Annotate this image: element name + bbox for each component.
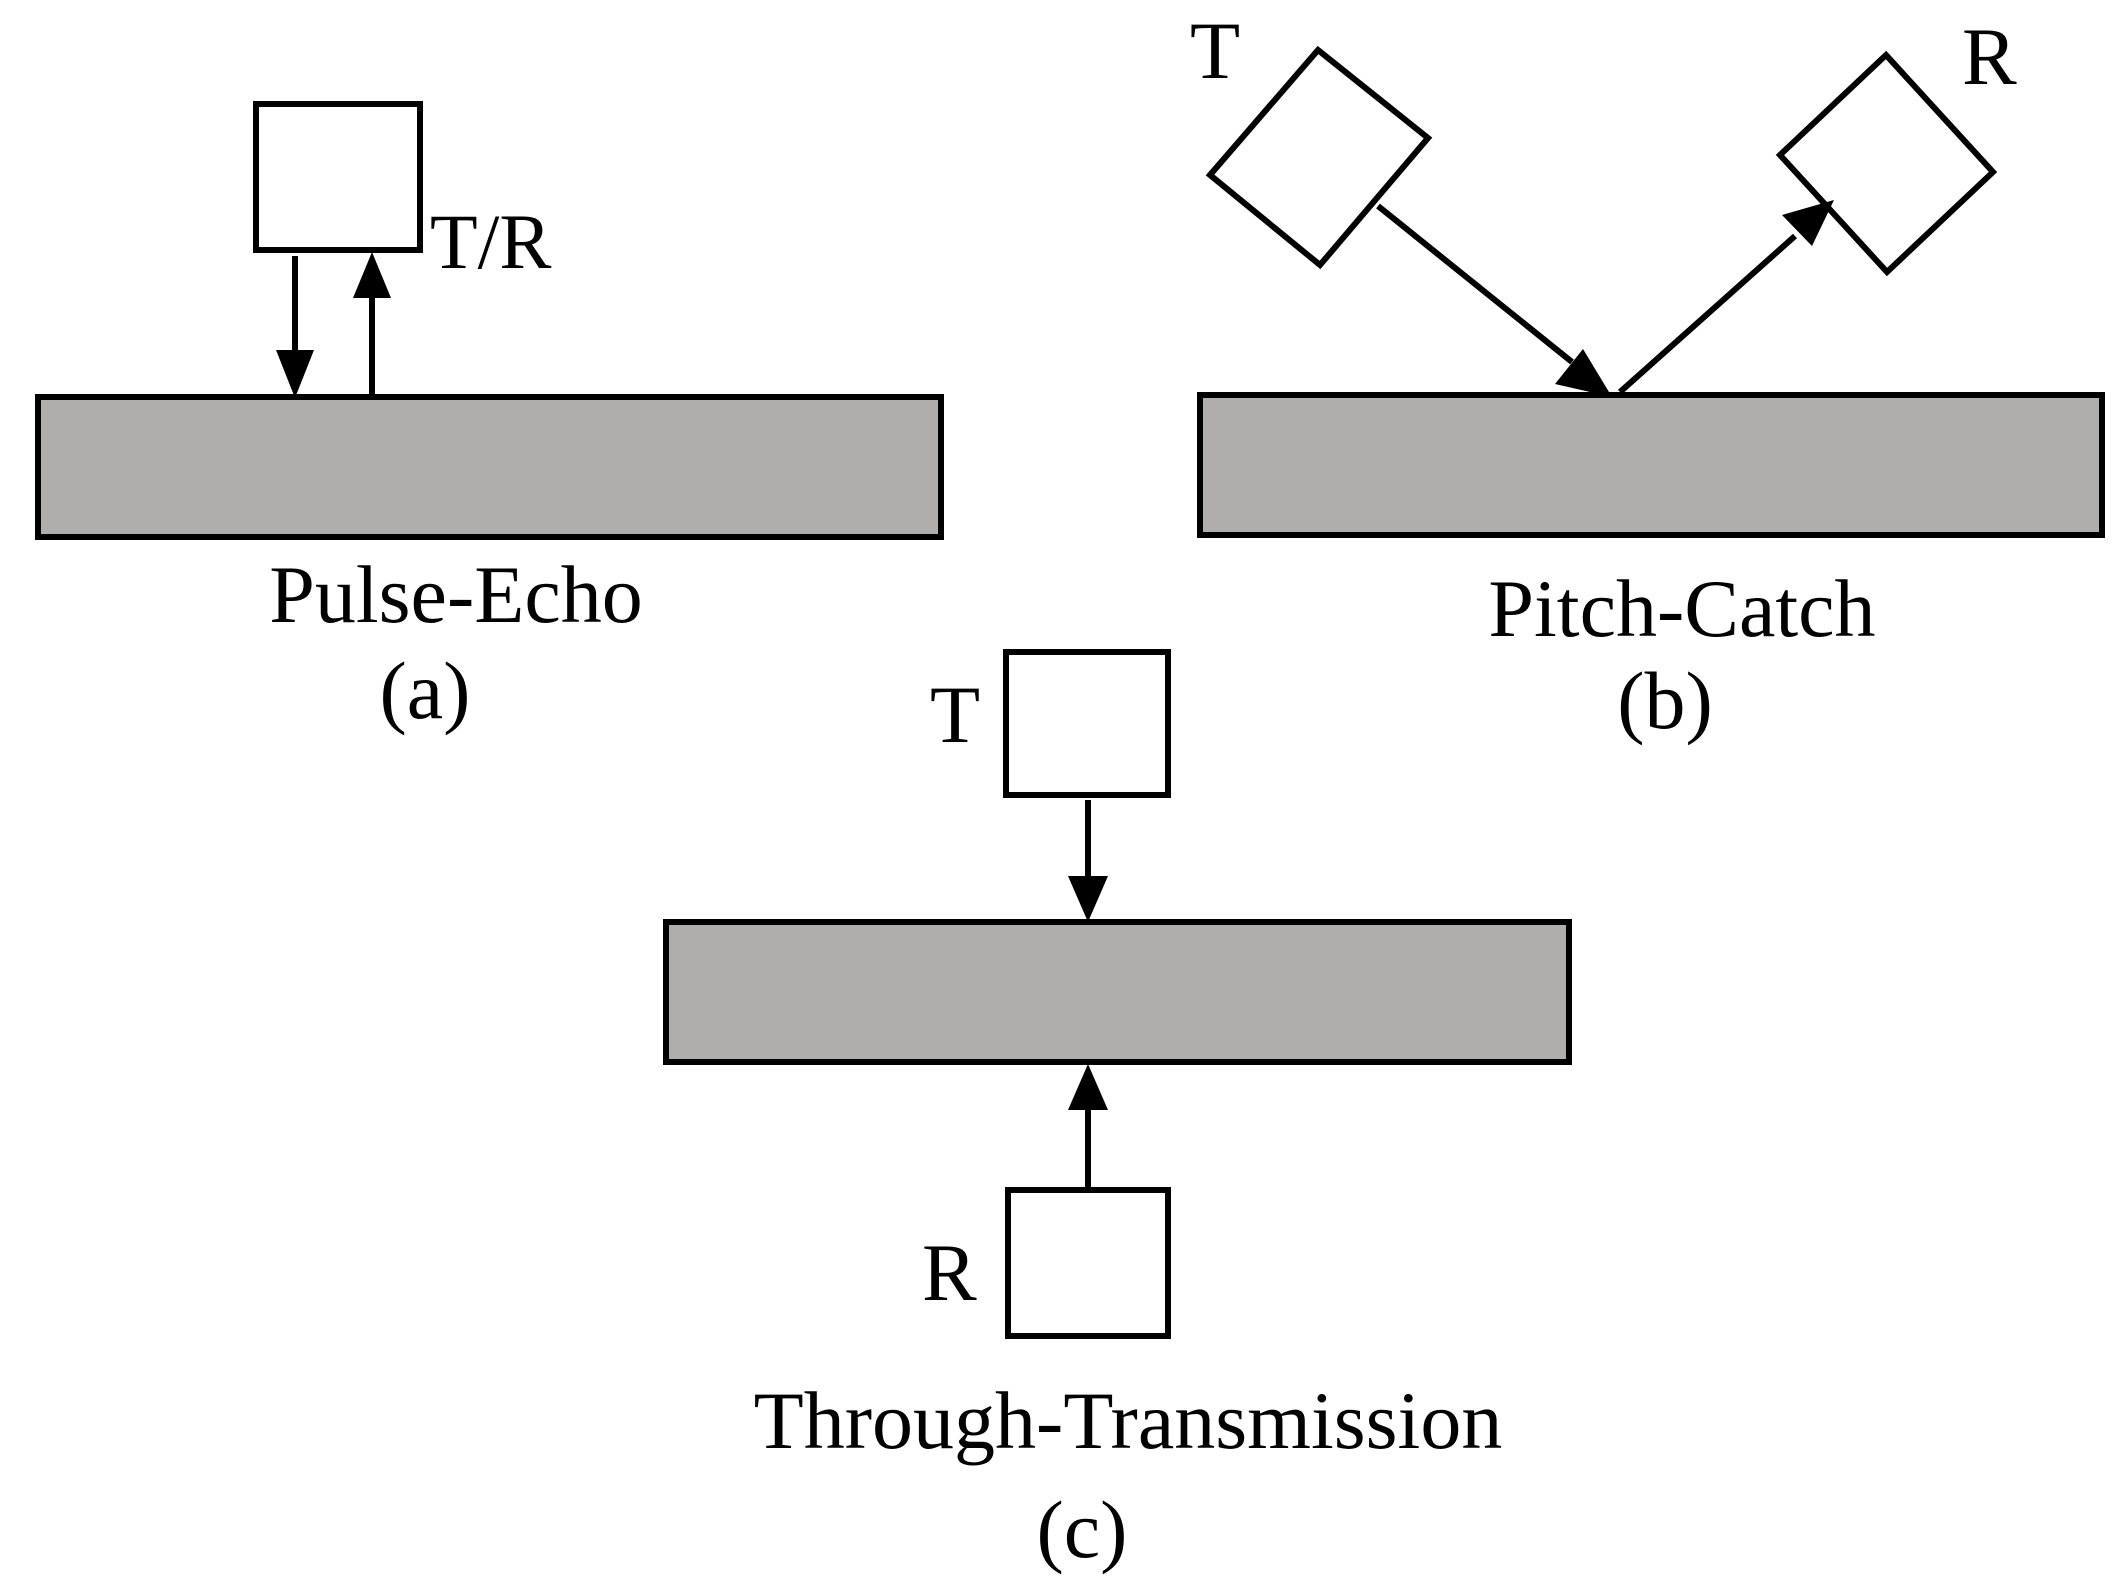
specimen-plate-a (35, 394, 944, 540)
receiver-label-b: R (1962, 11, 2017, 102)
mode-name-c: Through-Transmission (754, 1375, 1503, 1466)
echo-arrow-head-a (353, 252, 391, 298)
panel-c: T R Through-Transmission (c) (663, 649, 1572, 1575)
receiver-box-b (1775, 50, 1998, 277)
specimen-plate-c (663, 919, 1572, 1065)
panel-b: T R Pitch-Catch (b) (1190, 5, 2105, 746)
transducer-tr-label: T/R (430, 198, 551, 285)
caption-b: (b) (1617, 655, 1713, 746)
mode-name-b: Pitch-Catch (1488, 563, 1875, 654)
transmitter-box-b (1205, 45, 1433, 270)
transmit-arrow-head-a (276, 350, 314, 398)
panel-a: T/R Pulse-Echo (a) (35, 101, 944, 736)
transmitter-label-c: T (930, 669, 980, 760)
transmitter-box-c (1003, 649, 1171, 798)
specimen-plate-b (1197, 392, 2105, 538)
reflected-ray-b (1618, 233, 1797, 395)
caption-c: (c) (1036, 1484, 1127, 1575)
transmit-arrow-head-c (1068, 876, 1108, 922)
incident-ray-head-b (1555, 349, 1612, 397)
reflected-ray-head-b (1782, 200, 1834, 246)
receiver-box-c (1005, 1187, 1171, 1339)
incident-ray-b (1376, 203, 1574, 365)
mode-name-a: Pulse-Echo (269, 549, 642, 640)
receive-arrow-head-c (1068, 1064, 1108, 1110)
transducer-tr-box (253, 101, 423, 253)
receiver-label-c: R (922, 1227, 977, 1318)
transmitter-label-b: T (1190, 5, 1240, 96)
caption-a: (a) (379, 645, 470, 736)
